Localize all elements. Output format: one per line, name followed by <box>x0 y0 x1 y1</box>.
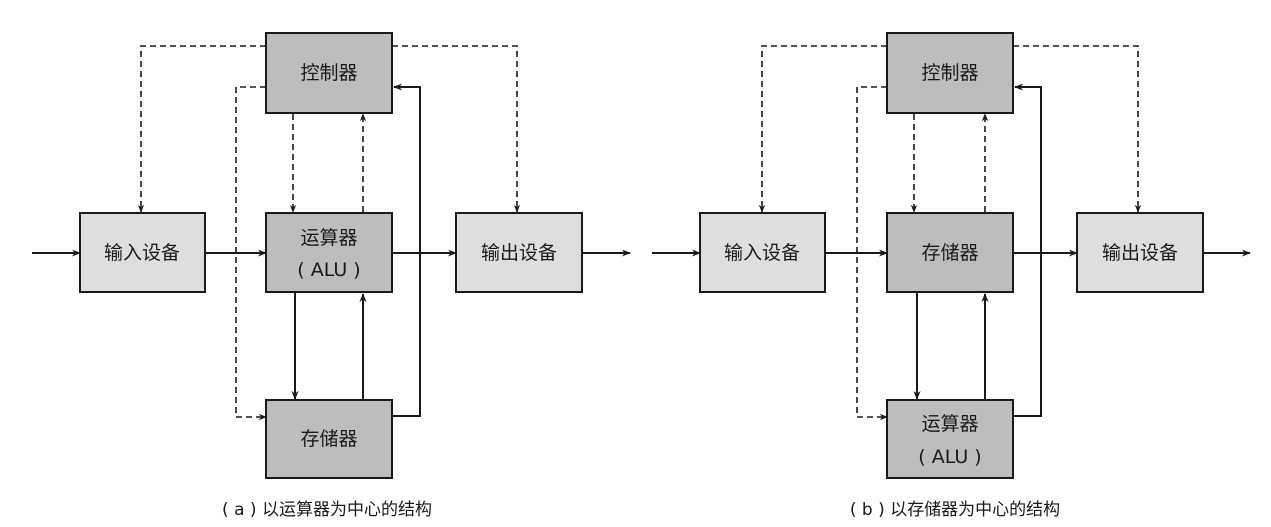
a-alu-box: 运算器 ( ALU ) <box>265 212 393 293</box>
a-input-label: 输入设备 <box>104 242 180 264</box>
b-caption: ( b ) 以存储器为中心的结构 <box>850 500 1060 520</box>
b-input-label: 输入设备 <box>724 242 800 264</box>
panel-a-connectors <box>32 45 631 421</box>
a-input-box: 输入设备 <box>79 212 206 293</box>
b-memory-label: 存储器 <box>921 242 978 264</box>
b-ctrl-to-input <box>758 45 887 213</box>
a-memory-box: 存储器 <box>265 399 393 479</box>
b-controller-box: 控制器 <box>886 32 1014 114</box>
a-memory-label: 存储器 <box>300 428 357 450</box>
a-controller-box: 控制器 <box>265 32 393 114</box>
a-arrow-memory-to-controller <box>392 83 421 417</box>
a-ctrl-to-output <box>392 45 521 213</box>
panel-b-connectors <box>652 45 1251 421</box>
a-alu-label-line2: ( ALU ) <box>297 259 360 281</box>
b-controller-label: 控制器 <box>921 62 978 84</box>
a-controller-label: 控制器 <box>300 62 357 84</box>
b-alu-label-line1: 运算器 <box>921 413 978 435</box>
panel-b: 控制器 输入设备 存储器 输出设备 运算器 ( ALU ) ( b ) 以存储器… <box>652 32 1251 520</box>
b-input-box: 输入设备 <box>699 212 826 293</box>
b-arrow-alu-to-controller <box>1013 83 1042 417</box>
a-ctrl-to-memory <box>235 86 267 421</box>
panel-a: 控制器 输入设备 运算器 ( ALU ) 输出设备 存储器 ( a ) 以运算器… <box>32 32 631 520</box>
a-ctrl-to-input <box>137 45 266 213</box>
b-ctrl-to-output <box>1013 45 1142 213</box>
b-alu-label-line2: ( ALU ) <box>918 446 981 468</box>
b-memory-box: 存储器 <box>886 212 1014 293</box>
b-alu-box: 运算器 ( ALU ) <box>886 399 1014 479</box>
a-caption: ( a ) 以运算器为中心的结构 <box>222 500 432 520</box>
a-output-label: 输出设备 <box>481 242 557 264</box>
b-ctrl-to-alu <box>856 86 888 421</box>
a-alu-label-line1: 运算器 <box>300 227 357 249</box>
a-output-box: 输出设备 <box>455 212 583 293</box>
b-output-label: 输出设备 <box>1102 242 1178 264</box>
b-output-box: 输出设备 <box>1076 212 1204 293</box>
